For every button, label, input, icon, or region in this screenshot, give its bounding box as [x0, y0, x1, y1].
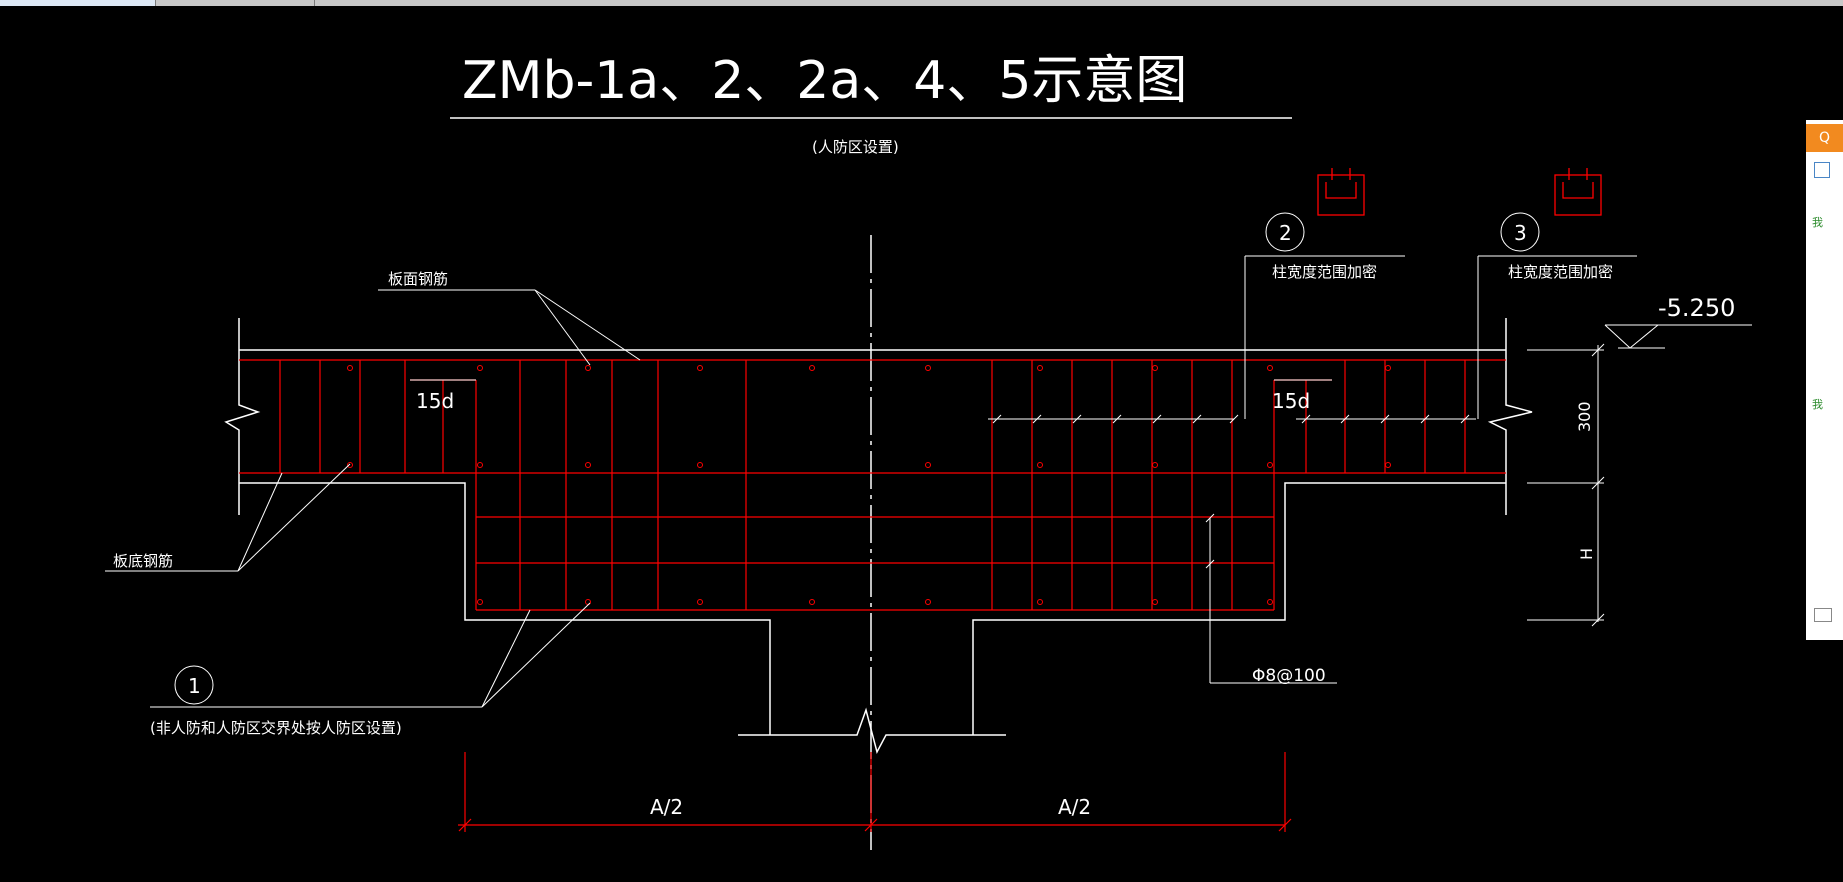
callout-2-text: 柱宽度范围加密: [1272, 263, 1377, 281]
elevation-value: -5.250: [1658, 294, 1735, 322]
callout-1-number: 1: [188, 674, 201, 698]
bottom-rebar-leader: [105, 463, 351, 572]
label-bottom-rebar: 板底钢筋: [113, 552, 173, 570]
dim-left-half: A/2: [650, 795, 683, 819]
densify-ticks: [988, 414, 1476, 424]
drawing-subtitle: (人防区设置): [812, 138, 899, 156]
window-top-strip: [0, 0, 1843, 6]
anchor-15d-left: 15d: [416, 389, 454, 413]
tab-segment[interactable]: [0, 0, 156, 6]
panel-square-icon[interactable]: [1814, 162, 1830, 178]
concrete-outline: [224, 318, 1533, 755]
anchor-15d-right: 15d: [1272, 389, 1310, 413]
tab-segment[interactable]: [156, 0, 315, 6]
callout-3-leader: [1477, 212, 1637, 419]
elevation-symbol: [1604, 324, 1752, 349]
callout-2-number: 2: [1279, 221, 1292, 245]
callout-3-text: 柱宽度范围加密: [1508, 263, 1613, 281]
stirrup-leader: [1205, 513, 1337, 684]
folder-icon[interactable]: [1814, 608, 1832, 622]
chat-badge-icon[interactable]: Q: [1806, 124, 1843, 152]
callout-2-leader: [1244, 212, 1405, 419]
side-label-1[interactable]: 我: [1812, 216, 1823, 229]
callout-1-leader: [150, 602, 591, 708]
bottom-dimension: [458, 752, 1292, 832]
callout-3-number: 3: [1514, 221, 1527, 245]
column-symbol-3: [1554, 168, 1602, 216]
label-top-rebar: 板面钢筋: [388, 270, 448, 288]
dim-H: H: [1577, 548, 1596, 560]
dim-300: 300: [1575, 401, 1594, 432]
rebar-dots: [347, 365, 1391, 605]
side-label-2[interactable]: 我: [1812, 398, 1823, 411]
top-rebar-leader: [378, 289, 641, 366]
vertical-dimension: [1527, 343, 1605, 627]
column-symbol-2: [1317, 168, 1365, 216]
stirrup-spec: Φ8@100: [1252, 666, 1326, 686]
side-panel[interactable]: Q 我 我: [1806, 120, 1843, 640]
callout-1-text: (非人防和人防区交界处按人防区设置): [150, 719, 402, 737]
drawing-title: ZMb-1a、2、2a、4、5示意图: [462, 51, 1187, 111]
dim-right-half: A/2: [1058, 795, 1091, 819]
